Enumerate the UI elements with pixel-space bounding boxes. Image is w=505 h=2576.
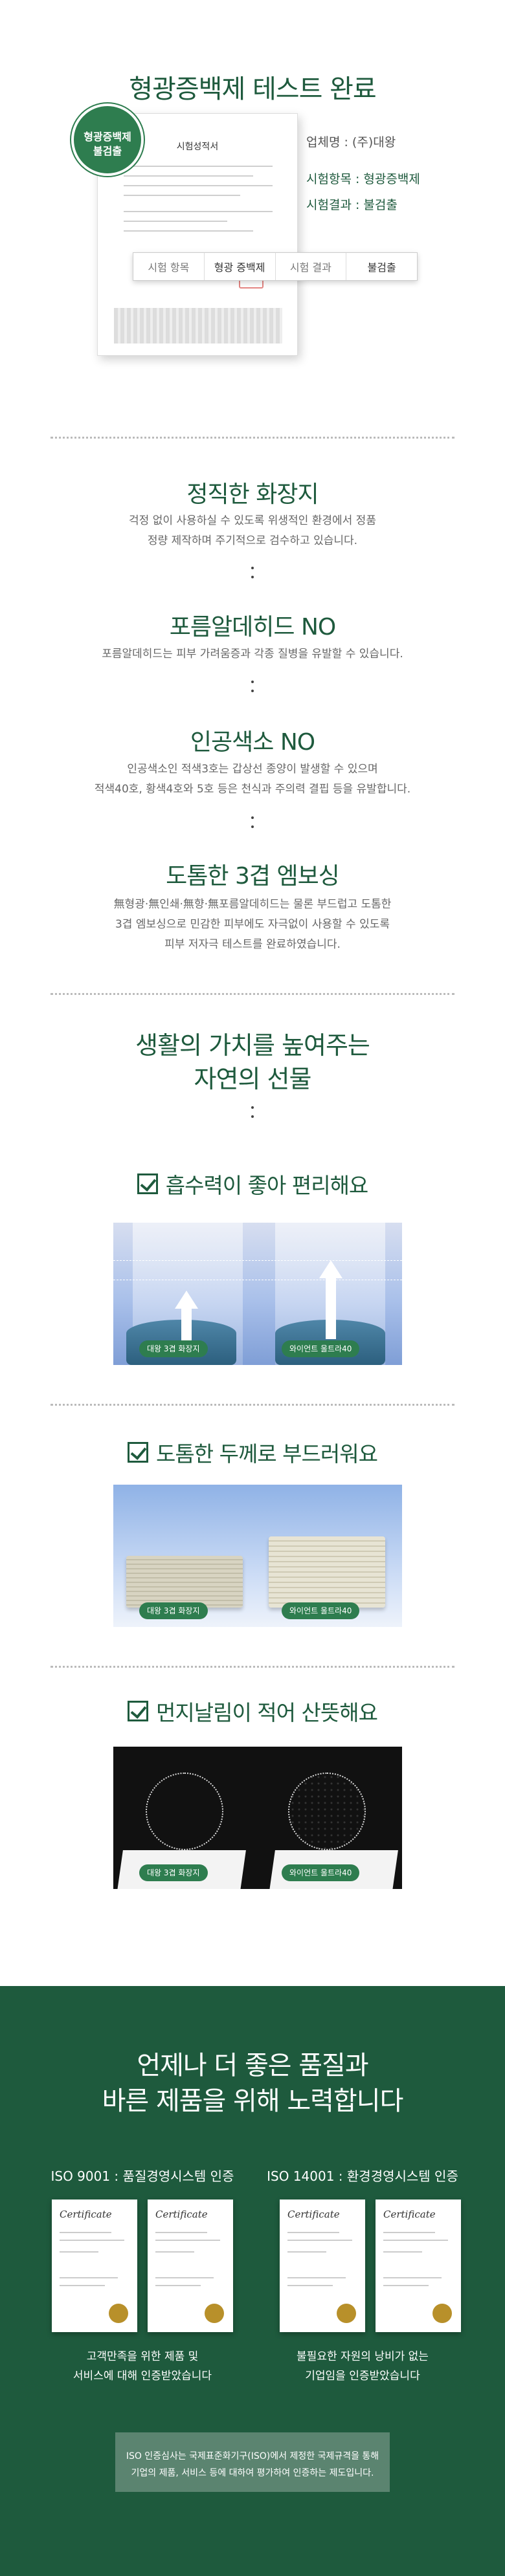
seal-icon	[205, 2304, 224, 2323]
fluorescent-test-title: 형광증백제 테스트 완료	[129, 74, 376, 104]
quality-title-line1: 언제나 더 좋은 품질과	[137, 2051, 368, 2080]
gift-title-line1: 생활의 가치를 높여주는	[135, 1031, 370, 1060]
feature-desc-colorant: 인공색소인 적색3호는 갑상선 종양이 발생할 수 있으며 적색40호, 황색4…	[94, 763, 411, 796]
label-left: 대왕 3겹 화장지	[139, 1340, 208, 1357]
iso9001-certificate-1: Certificate	[52, 2199, 137, 2332]
dots-divider	[251, 567, 254, 585]
feature-desc-embossing: 無형광·無인쇄·無향·無포름알데히드는 물론 부드럽고 도톰한 3겹 엠보싱으로…	[113, 898, 392, 951]
iso14001-certificate-1: Certificate	[280, 2199, 365, 2332]
iso14001-certificate-2: Certificate	[376, 2199, 461, 2332]
test-result-info: 시험결과 : 불검출	[306, 198, 398, 212]
divider	[50, 1404, 454, 1406]
dots-divider	[251, 816, 254, 835]
dust-comparison-photo: 대왕 3겹 화장지 와이언트 울트라40	[113, 1747, 402, 1889]
bar-value-result: 불검출	[367, 261, 396, 274]
divider	[50, 993, 454, 995]
feature-title-formaldehyde: 포름알데히드 NO	[169, 614, 336, 640]
test-result-bar: 시험 항목 형광 증백제 시험 결과 불검출	[133, 252, 418, 281]
doc-footer-graphic	[114, 308, 282, 344]
feature-title-honest: 정직한 화장지	[186, 481, 319, 508]
label-right: 와이언트 울트라40	[282, 1864, 360, 1881]
iso14001-description: 불필요한 자원의 낭비가 없는 기업임을 인증받았습니다	[297, 2350, 429, 2383]
gift-title-line2: 자연의 선물	[194, 1065, 312, 1093]
test-certificate-document: 시험성적서	[97, 113, 298, 356]
feature-title-colorant: 인공색소 NO	[190, 729, 315, 756]
divider	[50, 1666, 454, 1668]
feature-desc-honest: 걱정 없이 사용하실 수 있도록 위생적인 환경에서 정품 정량 제작하며 주기…	[129, 514, 376, 547]
label-right: 와이언트 울트라40	[282, 1340, 360, 1357]
thickness-comparison-photo: 대왕 3겹 화장지 와이언트 울트라40	[113, 1485, 402, 1627]
checkbox-icon	[128, 1442, 149, 1463]
label-left: 대왕 3겹 화장지	[139, 1602, 208, 1619]
iso9001-heading: ISO 9001 : 품질경영시스템 인증	[50, 2168, 234, 2184]
seal-icon	[337, 2304, 356, 2323]
checkbox-icon	[128, 1701, 149, 1721]
checkbox-icon	[137, 1173, 158, 1194]
bar-label-result: 시험 결과	[276, 253, 347, 280]
absorbency-comparison-photo: 대왕 3겹 화장지 와이언트 울트라40	[113, 1223, 402, 1365]
company-info: 업체명 : (주)대왕	[306, 135, 396, 149]
seal-icon	[109, 2304, 128, 2323]
compare-title-dust: 먼지날림이 적어 산뜻해요	[0, 1695, 505, 1727]
divider	[50, 437, 454, 439]
iso9001-certificate-2: Certificate	[148, 2199, 233, 2332]
iso-note-box: ISO 인증심사는 국제표준화기구(ISO)에서 제정한 국제규격을 통해 기업…	[115, 2432, 390, 2492]
compare-title-absorbency: 흡수력이 좋아 편리해요	[0, 1168, 505, 1200]
label-left: 대왕 3겹 화장지	[139, 1864, 208, 1881]
feature-title-embossing: 도톰한 3겹 엠보싱	[166, 863, 340, 890]
feature-desc-formaldehyde: 포름알데히드는 피부 가려움증과 각종 질병을 유발할 수 있습니다.	[102, 648, 403, 660]
arrow-up-icon	[319, 1260, 342, 1339]
arrow-up-icon	[175, 1291, 198, 1342]
bar-value-item: 형광 증백제	[205, 253, 276, 280]
dots-divider	[251, 1106, 254, 1124]
dots-divider	[251, 681, 254, 699]
iso14001-heading: ISO 14001 : 환경경영시스템 인증	[267, 2168, 458, 2184]
quality-title-line2: 바른 제품을 위해 노력합니다	[102, 2086, 404, 2116]
no-fluorescent-badge: 형광증백제 불검출	[71, 104, 144, 176]
label-right: 와이언트 울트라40	[282, 1602, 360, 1619]
test-item-info: 시험항목 : 형광증백제	[306, 172, 420, 186]
bar-label-item: 시험 항목	[133, 253, 205, 280]
compare-title-thickness: 도톰한 두께로 부드러워요	[0, 1436, 505, 1468]
iso9001-description: 고객만족을 위한 제품 및 서비스에 대해 인증받았습니다	[73, 2350, 212, 2383]
doc-title: 시험성적서	[176, 142, 219, 152]
seal-icon	[432, 2304, 452, 2323]
